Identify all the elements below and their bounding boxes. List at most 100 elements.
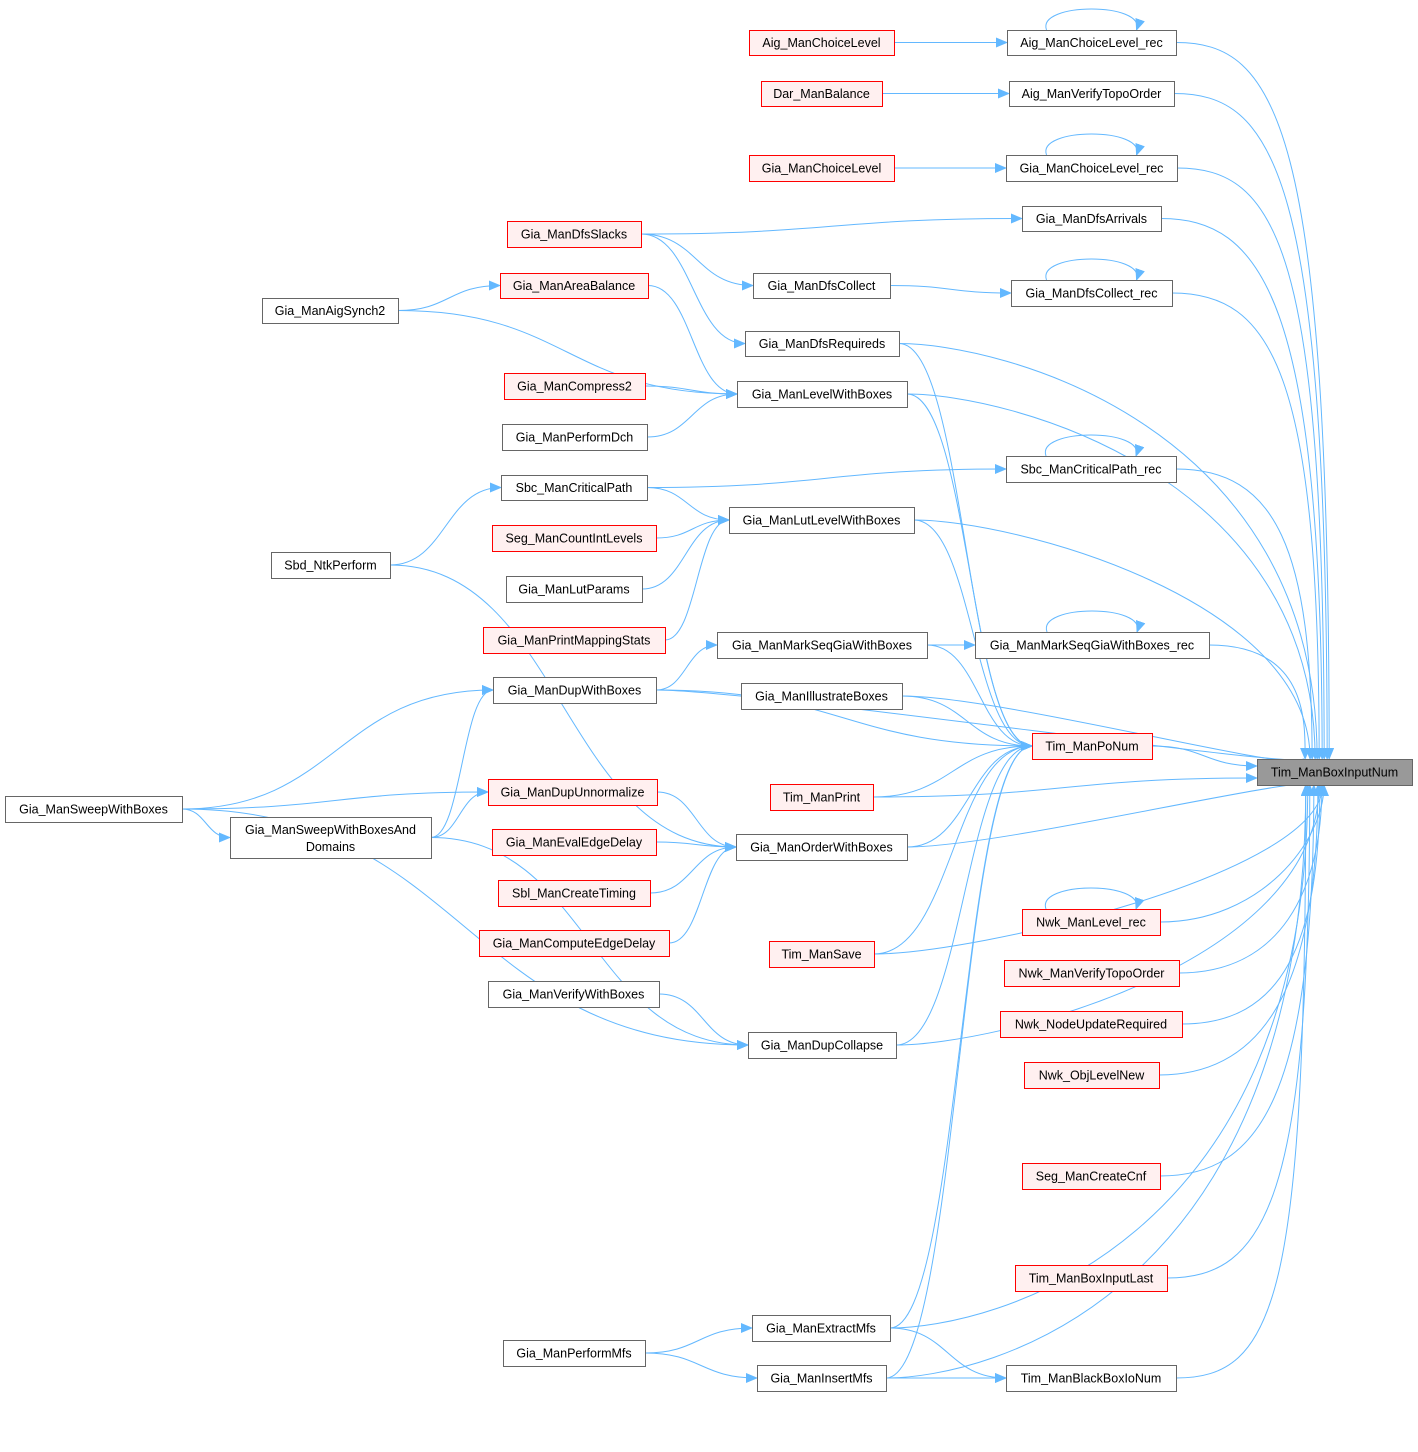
node-box bbox=[770, 784, 874, 811]
node-insertMfs[interactable]: Gia_ManInsertMfs bbox=[757, 1365, 887, 1392]
node-poNum[interactable]: Tim_ManPoNum bbox=[1032, 733, 1153, 760]
node-label: Gia_ManDfsArrivals bbox=[1036, 212, 1147, 226]
edge-sweepDomains-to-dupWB bbox=[430, 685, 494, 838]
node-box bbox=[761, 81, 883, 107]
edge-sbcCrit-to-lutLevelWB bbox=[646, 487, 730, 525]
edge-dfsCollect-to-dfsCollectRec bbox=[889, 285, 1012, 298]
node-dfsSlacks[interactable]: Gia_ManDfsSlacks bbox=[507, 221, 642, 248]
node-lutLevelWB[interactable]: Gia_ManLutLevelWithBoxes bbox=[729, 507, 915, 534]
edge-nwkVerify-to-root bbox=[1178, 784, 1327, 974]
node-evalEdge[interactable]: Gia_ManEvalEdgeDelay bbox=[492, 829, 657, 856]
node-compress2[interactable]: Gia_ManCompress2 bbox=[504, 373, 646, 400]
node-giaChoiceRec[interactable]: Gia_ManChoiceLevel_rec bbox=[1006, 155, 1178, 182]
edge-sweepDomains-to-dupUnnorm bbox=[430, 787, 489, 838]
node-dfsRequireds[interactable]: Gia_ManDfsRequireds bbox=[745, 331, 900, 357]
node-extractMfs[interactable]: Gia_ManExtractMfs bbox=[752, 1315, 891, 1342]
node-nwkVerify[interactable]: Nwk_ManVerifyTopoOrder bbox=[1004, 960, 1180, 987]
node-aigSynch2[interactable]: Gia_ManAigSynch2 bbox=[262, 298, 399, 324]
node-box bbox=[1257, 759, 1413, 786]
node-verifyWB[interactable]: Gia_ManVerifyWithBoxes bbox=[488, 981, 660, 1008]
node-giaChoice[interactable]: Gia_ManChoiceLevel bbox=[749, 155, 895, 182]
node-aigVerify[interactable]: Aig_ManVerifyTopoOrder bbox=[1009, 81, 1175, 107]
node-label: Gia_ManComputeEdgeDelay bbox=[493, 937, 656, 951]
node-timSave[interactable]: Tim_ManSave bbox=[769, 941, 875, 968]
edge-dfsCollectRec-to-root bbox=[1171, 292, 1325, 760]
node-nwkObjLevel[interactable]: Nwk_ObjLevelNew bbox=[1024, 1062, 1160, 1089]
node-box bbox=[1009, 81, 1175, 107]
self-loop-giaChoiceRec bbox=[1045, 133, 1145, 156]
node-nwkLevelRec[interactable]: Nwk_ManLevel_rec bbox=[1022, 909, 1161, 936]
node-markSeqRec[interactable]: Gia_ManMarkSeqGiaWithBoxes_rec bbox=[975, 632, 1210, 659]
node-label: Sbc_ManCriticalPath bbox=[516, 481, 633, 495]
node-box bbox=[753, 273, 891, 299]
node-dfsCollectRec[interactable]: Gia_ManDfsCollect_rec bbox=[1011, 280, 1173, 307]
node-darBalance[interactable]: Dar_ManBalance bbox=[761, 81, 883, 107]
node-segCnf[interactable]: Seg_ManCreateCnf bbox=[1022, 1163, 1161, 1190]
edge-insertMfs-to-poNum bbox=[885, 741, 1033, 1379]
node-sbcCrit[interactable]: Sbc_ManCriticalPath bbox=[501, 475, 648, 501]
node-box bbox=[262, 298, 399, 324]
node-box bbox=[975, 632, 1210, 659]
node-box bbox=[5, 796, 183, 823]
edge-aigChoiceRec-to-root bbox=[1175, 42, 1335, 760]
node-illustrate[interactable]: Gia_ManIllustrateBoxes bbox=[741, 683, 903, 710]
node-label: Aig_ManChoiceLevel_rec bbox=[1020, 36, 1162, 50]
node-box bbox=[1004, 960, 1180, 987]
node-computeEdge[interactable]: Gia_ManComputeEdgeDelay bbox=[479, 930, 670, 957]
edge-nwkObjLevel-to-root bbox=[1158, 784, 1323, 1076]
node-levelWB[interactable]: Gia_ManLevelWithBoxes bbox=[737, 381, 908, 408]
edge-dupWB-to-root bbox=[655, 689, 1308, 771]
node-box bbox=[1022, 1163, 1161, 1190]
node-sblTiming[interactable]: Sbl_ManCreateTiming bbox=[498, 880, 651, 907]
node-label: Nwk_NodeUpdateRequired bbox=[1015, 1018, 1167, 1032]
node-label: Sbl_ManCreateTiming bbox=[512, 887, 636, 901]
edge-illustrate-to-poNum bbox=[901, 695, 1033, 751]
node-performMfs[interactable]: Gia_ManPerformMfs bbox=[503, 1340, 646, 1367]
node-lutParams[interactable]: Gia_ManLutParams bbox=[506, 576, 643, 603]
node-root[interactable]: Tim_ManBoxInputNum bbox=[1257, 759, 1413, 786]
node-box bbox=[483, 627, 666, 654]
node-sbcCritRec[interactable]: Sbc_ManCriticalPath_rec bbox=[1006, 456, 1177, 483]
node-nwkUpdate[interactable]: Nwk_NodeUpdateRequired bbox=[1000, 1011, 1183, 1038]
node-box bbox=[752, 1315, 891, 1342]
node-box bbox=[230, 817, 432, 859]
edge-levelWB-to-poNum bbox=[906, 393, 1033, 751]
node-label: Gia_ManLutParams bbox=[518, 583, 629, 597]
edge-sblTiming-to-orderWB bbox=[649, 842, 737, 894]
node-dupCollapse[interactable]: Gia_ManDupCollapse bbox=[748, 1032, 897, 1059]
node-sbdPerform[interactable]: Sbd_NtkPerform bbox=[271, 552, 391, 579]
node-label: Gia_ManExtractMfs bbox=[766, 1322, 876, 1336]
node-boxInputLast[interactable]: Tim_ManBoxInputLast bbox=[1015, 1265, 1168, 1292]
node-label: Gia_ManDupWithBoxes bbox=[508, 684, 641, 698]
node-dupUnnorm[interactable]: Gia_ManDupUnnormalize bbox=[488, 779, 658, 806]
node-label: Gia_ManVerifyWithBoxes bbox=[503, 988, 645, 1002]
node-label: Gia_ManLutLevelWithBoxes bbox=[743, 514, 901, 528]
node-areaBalance[interactable]: Gia_ManAreaBalance bbox=[500, 273, 649, 299]
node-blackBoxIo[interactable]: Tim_ManBlackBoxIoNum bbox=[1006, 1365, 1177, 1392]
node-aigChoiceRec[interactable]: Aig_ManChoiceLevel_rec bbox=[1007, 30, 1177, 56]
node-dfsArrivals[interactable]: Gia_ManDfsArrivals bbox=[1022, 206, 1162, 232]
node-dupWB[interactable]: Gia_ManDupWithBoxes bbox=[493, 677, 657, 704]
node-orderWB[interactable]: Gia_ManOrderWithBoxes bbox=[736, 834, 908, 861]
node-timPrint[interactable]: Tim_ManPrint bbox=[770, 784, 874, 811]
node-segCountInt[interactable]: Seg_ManCountIntLevels bbox=[492, 525, 657, 552]
node-printMapping[interactable]: Gia_ManPrintMappingStats bbox=[483, 627, 666, 654]
node-dfsCollect[interactable]: Gia_ManDfsCollect bbox=[753, 273, 891, 299]
node-markSeq[interactable]: Gia_ManMarkSeqGiaWithBoxes bbox=[717, 632, 928, 659]
node-label: Aig_ManChoiceLevel bbox=[762, 36, 880, 50]
edge-lutParams-to-lutLevelWB bbox=[641, 515, 730, 590]
edge-lutLevelWB-to-poNum bbox=[913, 519, 1033, 751]
node-box bbox=[501, 475, 648, 501]
node-label: Nwk_ObjLevelNew bbox=[1039, 1069, 1146, 1083]
node-label: Seg_ManCountIntLevels bbox=[506, 532, 643, 546]
self-loop-markSeqRec bbox=[1046, 610, 1146, 633]
node-performDch[interactable]: Gia_ManPerformDch bbox=[502, 424, 648, 451]
node-label: Dar_ManBalance bbox=[773, 87, 870, 101]
node-box bbox=[502, 424, 648, 451]
edge-dfsRequireds-to-poNum bbox=[898, 343, 1033, 751]
node-label: Gia_ManDupUnnormalize bbox=[501, 786, 645, 800]
edge-sbcCrit-to-sbcCritRec bbox=[646, 464, 1007, 488]
node-aigChoice[interactable]: Aig_ManChoiceLevel bbox=[749, 30, 895, 56]
node-sweepWB[interactable]: Gia_ManSweepWithBoxes bbox=[5, 796, 183, 823]
